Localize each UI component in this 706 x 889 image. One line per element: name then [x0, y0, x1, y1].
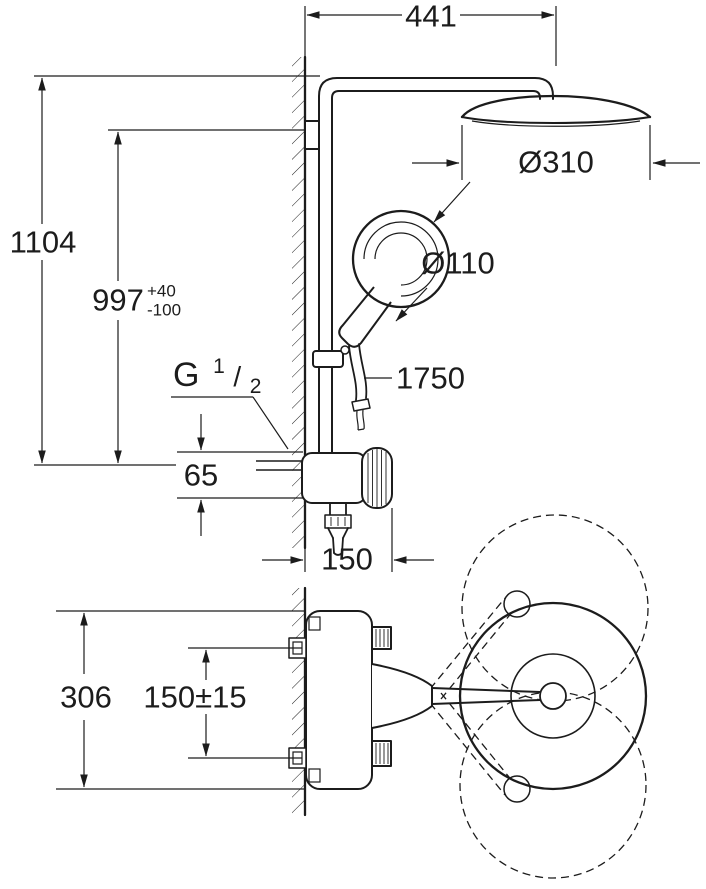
hose-length-text: 1750	[396, 361, 465, 396]
wall-hatching-lower	[292, 588, 305, 815]
hand-shower-holder	[312, 350, 344, 368]
spray-face-ring-inner	[374, 232, 428, 286]
swivel-position-down	[459, 691, 647, 879]
head-shower	[460, 94, 652, 127]
hand-shower-face	[351, 209, 451, 309]
wall-union-cone	[371, 663, 433, 729]
hand-shower-handle	[338, 286, 392, 348]
dim-top-width-label: 441	[405, 0, 457, 34]
dimension-top-width: 441	[304, 0, 557, 66]
valve-body	[301, 452, 367, 504]
hose-nut	[351, 398, 371, 412]
hose-length-label: 1750	[364, 361, 465, 396]
dim-hand-shower-diameter-label: Ø110	[421, 246, 495, 281]
temperature-handle	[371, 626, 392, 650]
spray-face-ring-outer	[363, 221, 439, 297]
thermostat-body	[305, 610, 373, 790]
dim-inlet-spacing-label: 150±15	[143, 680, 246, 715]
head-outline-plan	[458, 601, 648, 791]
head-shower-plan	[458, 601, 648, 791]
holder-pin	[340, 345, 350, 355]
dim-tolerance-minus: -100	[147, 301, 181, 320]
dimension-outlet-height: 997 +40 -100	[92, 129, 304, 464]
shower-valve-side	[301, 447, 393, 556]
dim-body-height-label: 306	[60, 680, 112, 715]
supply-inlet-stubs	[256, 460, 303, 471]
dim-outlet-height-label: 997	[92, 283, 144, 318]
dimension-inlet-spacing: 150±15	[143, 647, 302, 759]
swivel-position-up	[461, 514, 649, 702]
dimension-hand-shower-diameter: Ø110	[395, 181, 495, 322]
thread-leader-line	[252, 396, 289, 450]
head-inner-ring	[510, 653, 596, 739]
volume-handle	[371, 740, 392, 767]
shower-arm-plan	[371, 663, 541, 729]
wall-hatching-upper	[292, 57, 305, 548]
dim-total-height-label: 1104	[10, 225, 77, 260]
wall-mount-bracket	[304, 120, 320, 150]
dimension-head-diameter: Ø310	[412, 125, 700, 180]
dimension-projection: 150	[262, 508, 434, 577]
thread-size-label: G 1 / 2	[171, 345, 289, 450]
dim-tolerance-plus: +40	[147, 282, 176, 301]
thread-size-text: G 1 / 2	[173, 345, 261, 398]
wall-section-lower	[292, 586, 307, 817]
dimension-total-height: 1104	[10, 75, 320, 466]
dimension-body-height: 306	[56, 610, 306, 790]
head-swivel-range	[429, 514, 649, 879]
swivel-ball-down	[503, 775, 531, 803]
mount-screw-bottom	[308, 768, 321, 783]
swivel-ball-up	[503, 590, 531, 618]
dim-head-diameter-label: Ø310	[518, 145, 594, 180]
mount-screw-top	[308, 616, 321, 631]
hand-shower	[312, 209, 451, 431]
dim-projection-label: 150	[321, 542, 373, 577]
outlet-nipple	[333, 552, 343, 556]
dim-inlet-offset-label: 65	[184, 458, 218, 493]
dimension-inlet-offset: 65	[177, 414, 303, 536]
shower-hose	[348, 345, 358, 401]
ball-joint	[539, 682, 567, 710]
